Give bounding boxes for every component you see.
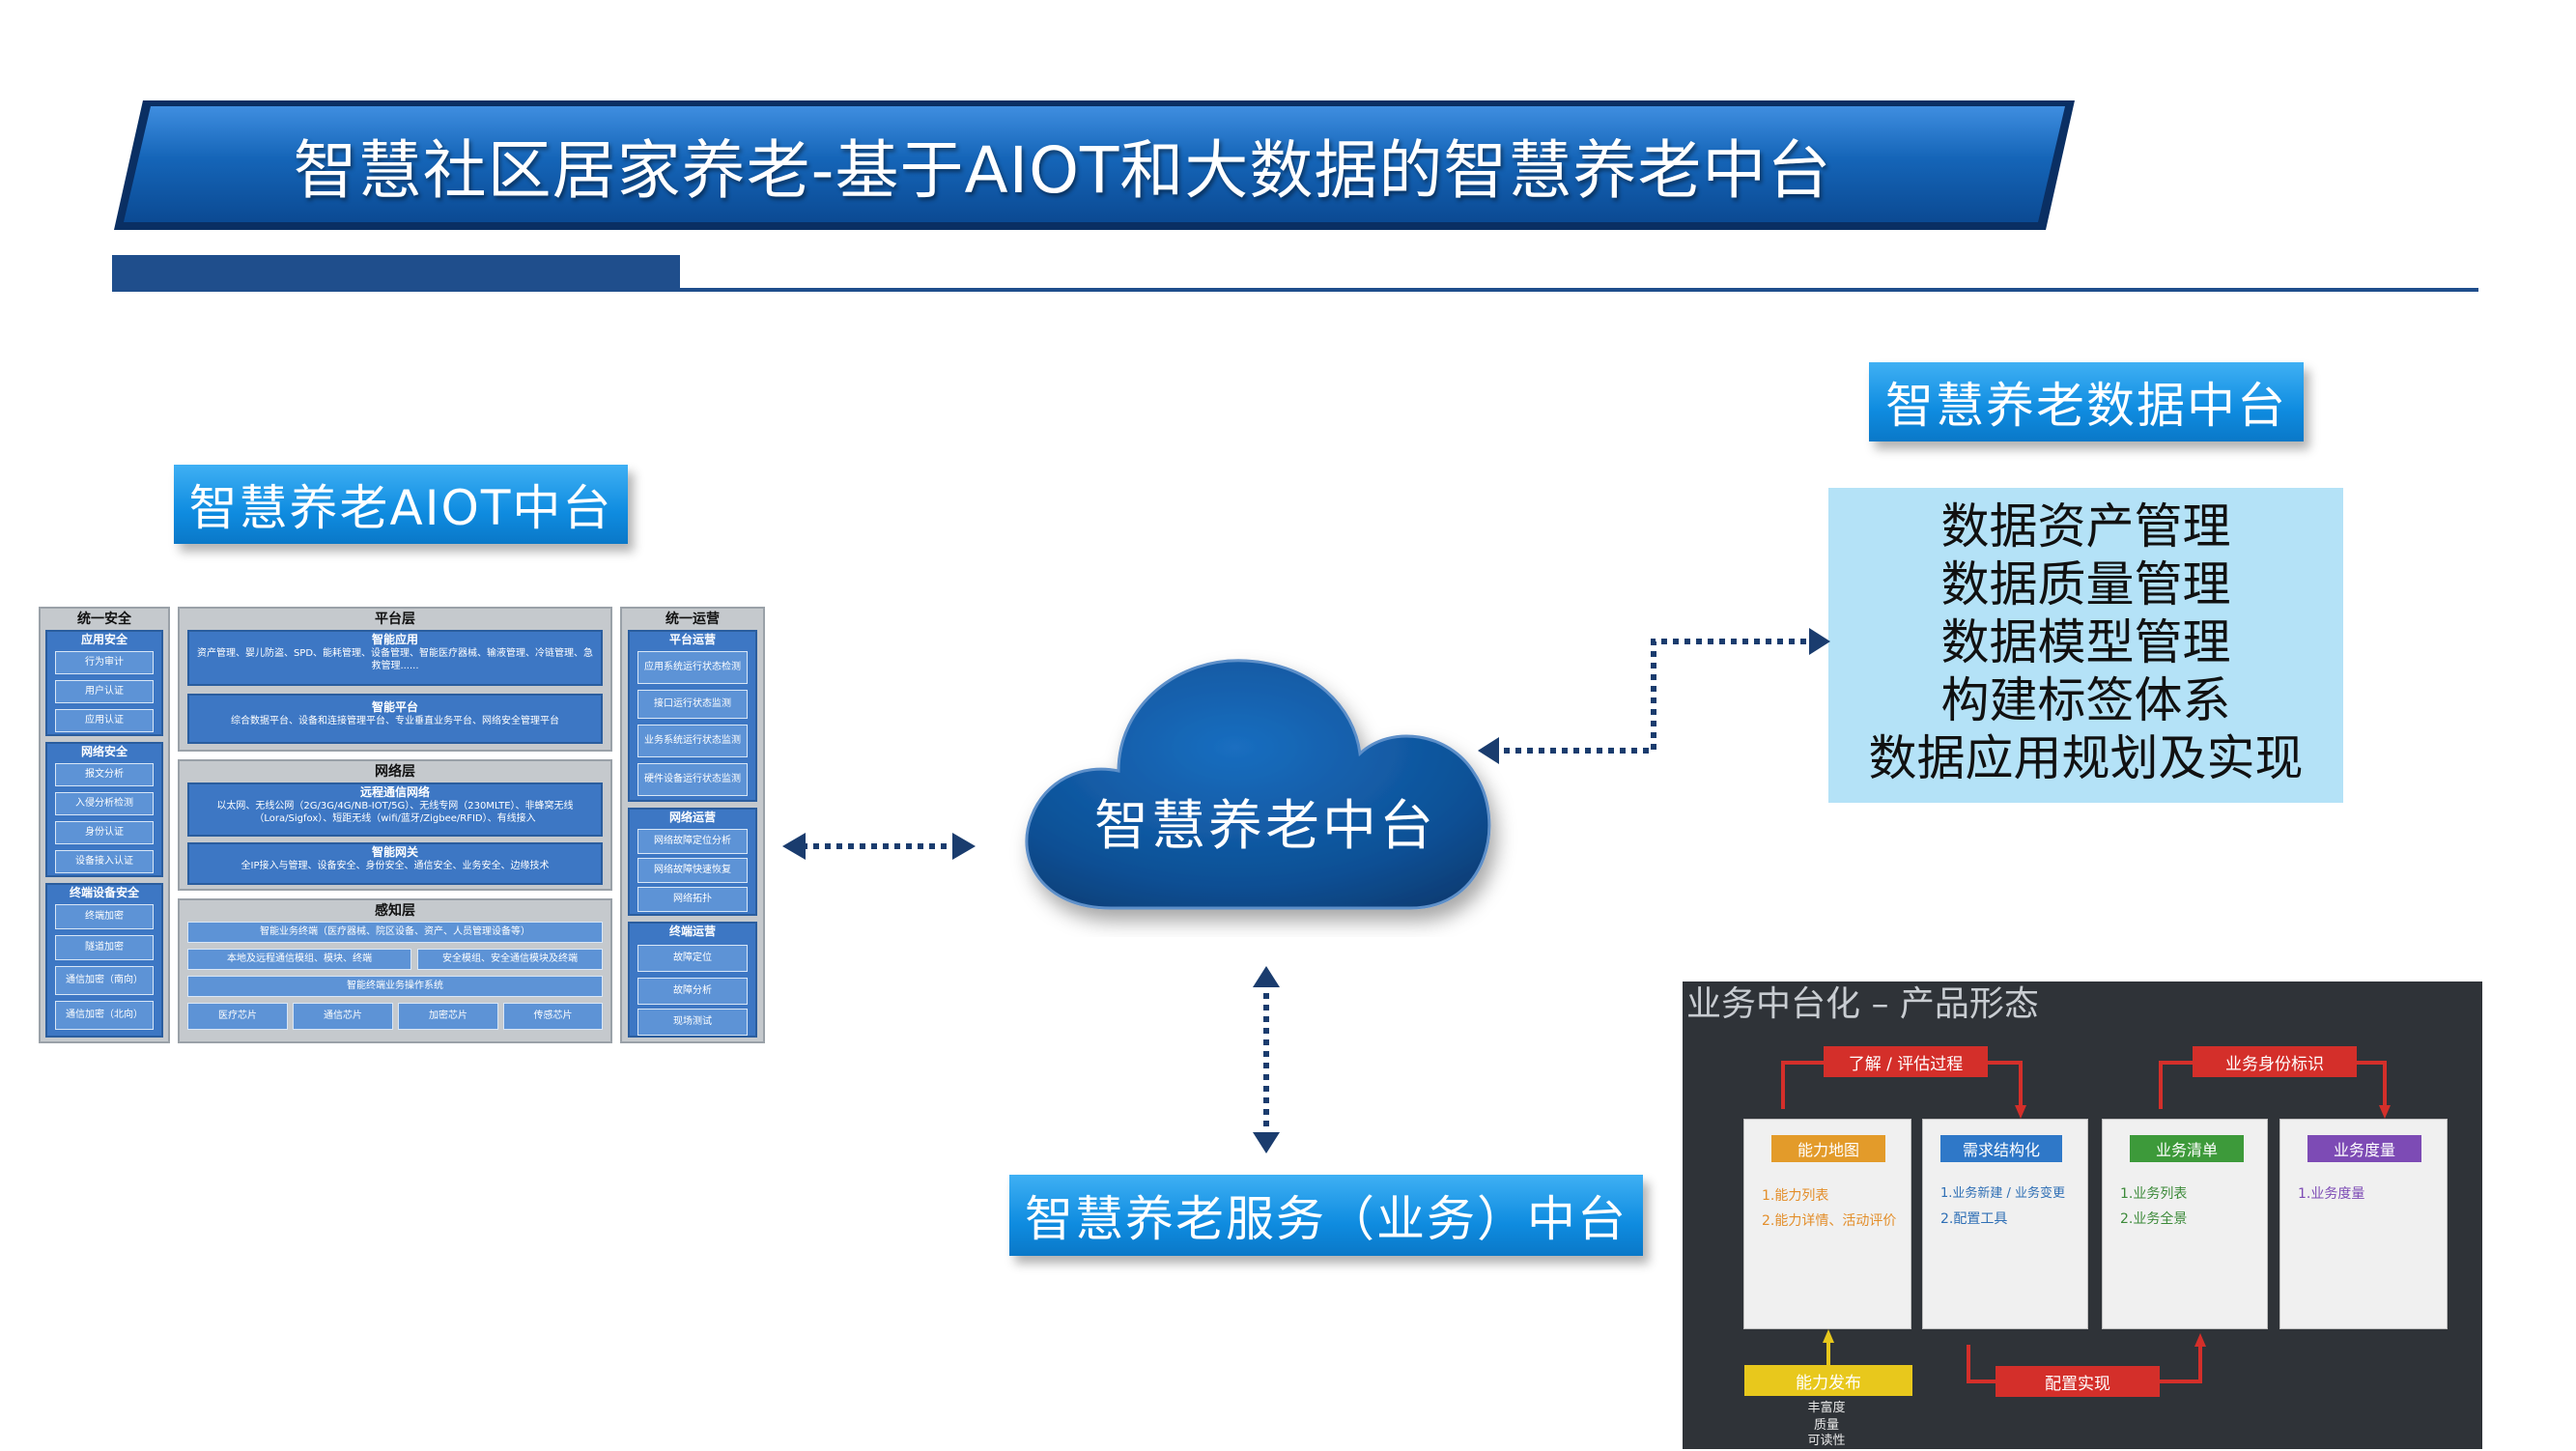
double-arrow-icon [952, 833, 976, 860]
operations-item: 接口运行状态监测 [637, 690, 748, 719]
data-item: 数据应用规划及实现 [1868, 730, 2304, 786]
operations-item: 硬件设备运行状态监测 [637, 763, 748, 796]
aiot-architecture: 统一安全 应用安全 行为审计 用户认证 应用认证 网络安全 报文分析 入侵分析检… [39, 607, 765, 1043]
capability-card: 业务清单 1.业务列表 2.业务全景 [2102, 1119, 2268, 1329]
security-column: 统一安全 应用安全 行为审计 用户认证 应用认证 网络安全 报文分析 入侵分析检… [39, 607, 170, 1043]
card-line: 2.能力详情、活动评价 [1762, 1213, 1897, 1229]
security-item: 用户认证 [55, 680, 154, 703]
release-note: 质量 [1813, 1418, 1839, 1433]
operations-item: 故障定位 [637, 945, 748, 972]
card-tag: 需求结构化 [1940, 1135, 2062, 1162]
card-line: 2.业务全景 [2120, 1211, 2188, 1227]
double-arrow-icon [1809, 628, 1830, 655]
security-group: 应用安全 行为审计 用户认证 应用认证 [45, 630, 163, 736]
data-capability-list: 数据资产管理 数据质量管理 数据模型管理 构建标签体系 数据应用规划及实现 [1828, 488, 2343, 803]
operations-item: 故障分析 [637, 978, 748, 1005]
security-item: 通信加密（北向） [55, 1001, 154, 1030]
smart-platform: 智能平台 综合数据平台、设备和连接管理平台、专业垂直业务平台、网络安全管理平台 [187, 694, 603, 744]
card-line: 1.能力列表 [1762, 1188, 1829, 1204]
security-item: 应用认证 [55, 709, 154, 732]
perception-item: 本地及远程通信模组、模块、终端 [187, 949, 411, 970]
release-note: 丰富度 [1807, 1401, 1846, 1415]
card-tag: 能力地图 [1771, 1135, 1885, 1162]
release-note: 可读性 [1807, 1434, 1846, 1448]
card-line: 1.业务新建 / 业务变更 [1940, 1186, 2066, 1201]
cloud-icon [1025, 659, 1491, 910]
security-group: 终端设备安全 终端加密 隧道加密 通信加密（南向） 通信加密（北向） [45, 883, 163, 1038]
perception-layer: 感知层 智能业务终端（医疗器械、院区设备、资产、人员管理设备等） 本地及远程通信… [178, 898, 612, 1043]
right-connector [1492, 639, 1814, 754]
card-line: 1.业务列表 [2120, 1186, 2188, 1202]
operations-column: 统一运营 平台运营 应用系统运行状态检测 接口运行状态监测 业务系统运行状态监测… [620, 607, 765, 1043]
chip-item: 加密芯片 [398, 1003, 498, 1030]
operations-item: 应用系统运行状态检测 [637, 651, 748, 684]
security-item: 身份认证 [55, 821, 154, 844]
network-layer: 网络层 远程通信网络 以太网、无线公网（2G/3G/4G/NB-IOT/5G）、… [178, 759, 612, 891]
security-item: 入侵分析检测 [55, 792, 154, 815]
double-arrow-icon [1253, 1132, 1280, 1153]
chip-item: 传感芯片 [503, 1003, 603, 1030]
smart-gateway: 智能网关 全IP接入与管理、设备安全、身份安全、通信安全、业务安全、边缘技术 [187, 842, 603, 885]
column-title: 统一安全 [77, 612, 131, 627]
flow-label: 了解 / 评估过程 [1824, 1046, 1988, 1077]
capability-card: 业务度量 1.业务度量 [2279, 1119, 2448, 1329]
cloud-label: 智慧养老中台 [1094, 794, 1436, 858]
data-item: 数据质量管理 [1940, 556, 2231, 612]
capability-card: 需求结构化 1.业务新建 / 业务变更 2.配置工具 [1922, 1119, 2088, 1329]
release-label: 能力发布 [1744, 1365, 1912, 1396]
perception-item: 安全模组、安全通信模块及终端 [417, 949, 603, 970]
smart-application: 智能应用 资产管理、婴儿防盗、SPD、能耗管理、设备管理、智能医疗器械、输液管理… [187, 630, 603, 686]
operations-group: 平台运营 应用系统运行状态检测 接口运行状态监测 业务系统运行状态监测 硬件设备… [628, 630, 757, 802]
chip-item: 医疗芯片 [187, 1003, 288, 1030]
capability-card: 能力地图 1.能力列表 2.能力详情、活动评价 [1743, 1119, 1911, 1329]
security-item: 行为审计 [55, 651, 154, 674]
chip-item: 通信芯片 [293, 1003, 393, 1030]
double-arrow-icon [1253, 966, 1280, 987]
operations-item: 现场测试 [637, 1009, 748, 1036]
page-title: 智慧社区居家养老-基于AIOT和大数据的智慧养老中台 [293, 133, 1832, 208]
platform-layer: 平台层 智能应用 资产管理、婴儿防盗、SPD、能耗管理、设备管理、智能医疗器械、… [178, 607, 612, 752]
operations-item: 网络拓扑 [637, 887, 748, 912]
security-item: 隧道加密 [55, 935, 154, 960]
data-item: 构建标签体系 [1940, 672, 2231, 728]
perception-item: 智能终端业务操作系统 [187, 976, 603, 997]
operations-item: 网络故障快速恢复 [637, 858, 748, 883]
security-item: 通信加密（南向） [55, 966, 154, 995]
card-tag: 业务度量 [2307, 1135, 2421, 1162]
accent-bar [112, 255, 680, 292]
data-item: 数据模型管理 [1940, 614, 2231, 670]
data-item: 数据资产管理 [1940, 498, 2231, 555]
card-line: 1.业务度量 [2298, 1186, 2365, 1202]
title-banner [114, 100, 2075, 230]
card-tag: 业务清单 [2130, 1135, 2244, 1162]
security-group: 网络安全 报文分析 入侵分析检测 身份认证 设备接入认证 [45, 742, 163, 877]
remote-network: 远程通信网络 以太网、无线公网（2G/3G/4G/NB-IOT/5G）、无线专网… [187, 782, 603, 837]
service-platform-label: 智慧养老服务（业务）中台 [1009, 1175, 1643, 1256]
divider-line [680, 288, 2478, 292]
flow-label: 配置实现 [1996, 1366, 2160, 1397]
security-item: 终端加密 [55, 904, 154, 929]
card-line: 2.配置工具 [1940, 1211, 2008, 1227]
security-item: 报文分析 [55, 763, 154, 786]
data-platform-label: 智慧养老数据中台 [1869, 362, 2304, 441]
panel-title: 业务中台化 – 产品形态 [1686, 984, 2039, 1024]
double-arrow-icon [782, 833, 806, 860]
operations-group: 终端运营 故障定位 故障分析 现场测试 [628, 922, 757, 1038]
aiot-platform-label: 智慧养老AIOT中台 [174, 465, 628, 544]
security-item: 设备接入认证 [55, 850, 154, 873]
operations-group: 网络运营 网络故障定位分析 网络故障快速恢复 网络拓扑 [628, 808, 757, 916]
flow-label: 业务身份标识 [2193, 1046, 2357, 1077]
operations-item: 网络故障定位分析 [637, 829, 748, 854]
operations-item: 业务系统运行状态监测 [637, 725, 748, 757]
perception-item: 智能业务终端（医疗器械、院区设备、资产、人员管理设备等） [187, 922, 603, 943]
